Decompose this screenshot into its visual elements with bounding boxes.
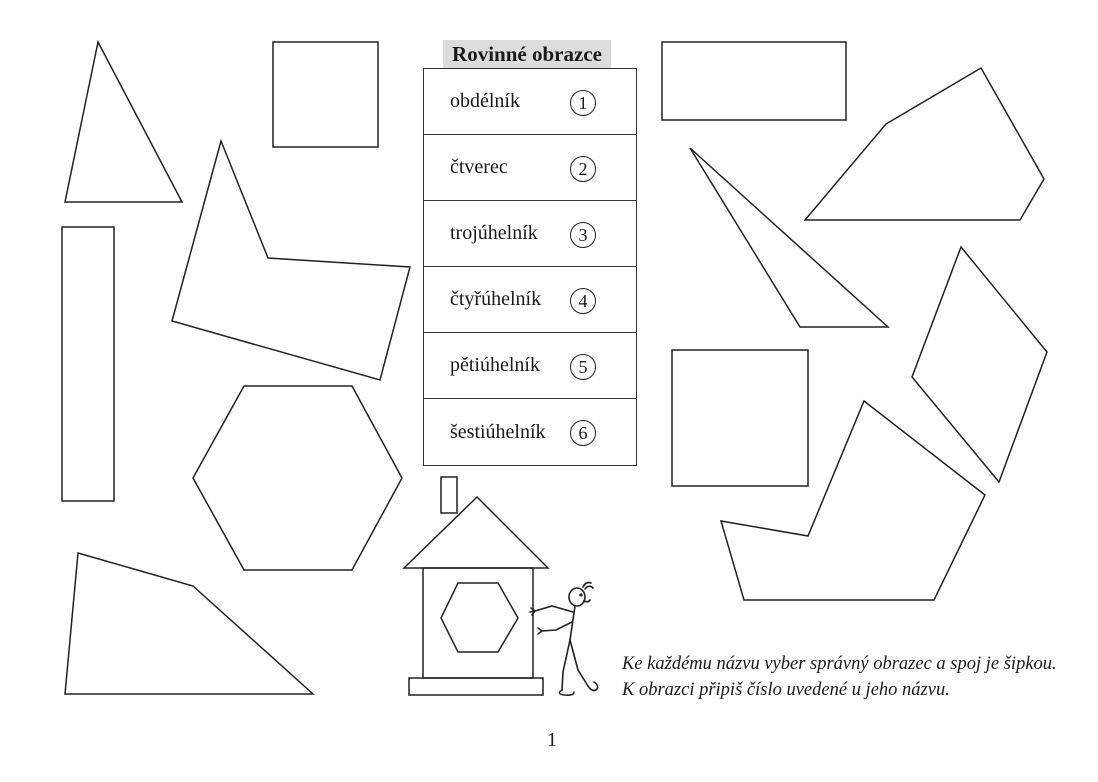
- shape-name-label[interactable]: pětiúhelník: [450, 354, 540, 376]
- triangle-shape[interactable]: [64, 39, 184, 203]
- page-number: 1: [547, 729, 557, 751]
- table-row: čtyřúhelník 4: [424, 267, 636, 333]
- hexagon-concave-shape[interactable]: [719, 399, 986, 601]
- table-row: pětiúhelník 5: [424, 333, 636, 399]
- shape-name-label[interactable]: obdélník: [450, 90, 520, 112]
- shape-name-label[interactable]: šestiúhelník: [450, 420, 546, 443]
- stick-figure-illustration: [529, 581, 599, 696]
- circled-number: 3: [570, 222, 596, 248]
- table-row: šestiúhelník 6: [424, 399, 636, 465]
- pentagon-shape[interactable]: [803, 66, 1045, 221]
- table-row: obdélník 1: [424, 69, 636, 135]
- rhombus-shape[interactable]: [911, 245, 1048, 484]
- circled-number: 1: [570, 90, 596, 116]
- instructions-text: Ke každému názvu vyber správný obrazec a…: [622, 654, 1057, 700]
- circled-number: 5: [570, 354, 596, 380]
- table-row: trojúhelník 3: [424, 201, 636, 267]
- square-shape-top[interactable]: [272, 41, 379, 148]
- obtuse-triangle-shape[interactable]: [689, 147, 890, 328]
- tall-rectangle-shape[interactable]: [61, 226, 115, 502]
- wide-rectangle-shape[interactable]: [661, 41, 847, 121]
- concave-quadrilateral-shape[interactable]: [171, 138, 411, 381]
- table-row: čtverec 2: [424, 135, 636, 201]
- quadrilateral-shape-bottom-left[interactable]: [64, 552, 315, 695]
- shape-name-label[interactable]: čtverec: [450, 156, 508, 178]
- circled-number: 4: [570, 288, 596, 314]
- circled-number: 6: [570, 420, 596, 446]
- shape-name-label[interactable]: trojúhelník: [450, 222, 538, 244]
- house-illustration: [402, 476, 550, 696]
- circled-number: 2: [570, 156, 596, 182]
- table-title: Rovinné obrazce: [443, 40, 611, 68]
- shape-names-table: obdélník 1 čtverec 2 trojúhelník 3 čtyřú…: [423, 68, 637, 466]
- shape-name-label[interactable]: čtyřúhelník: [450, 288, 542, 310]
- square-shape-middle[interactable]: [671, 349, 809, 487]
- hexagon-shape[interactable]: [192, 385, 403, 571]
